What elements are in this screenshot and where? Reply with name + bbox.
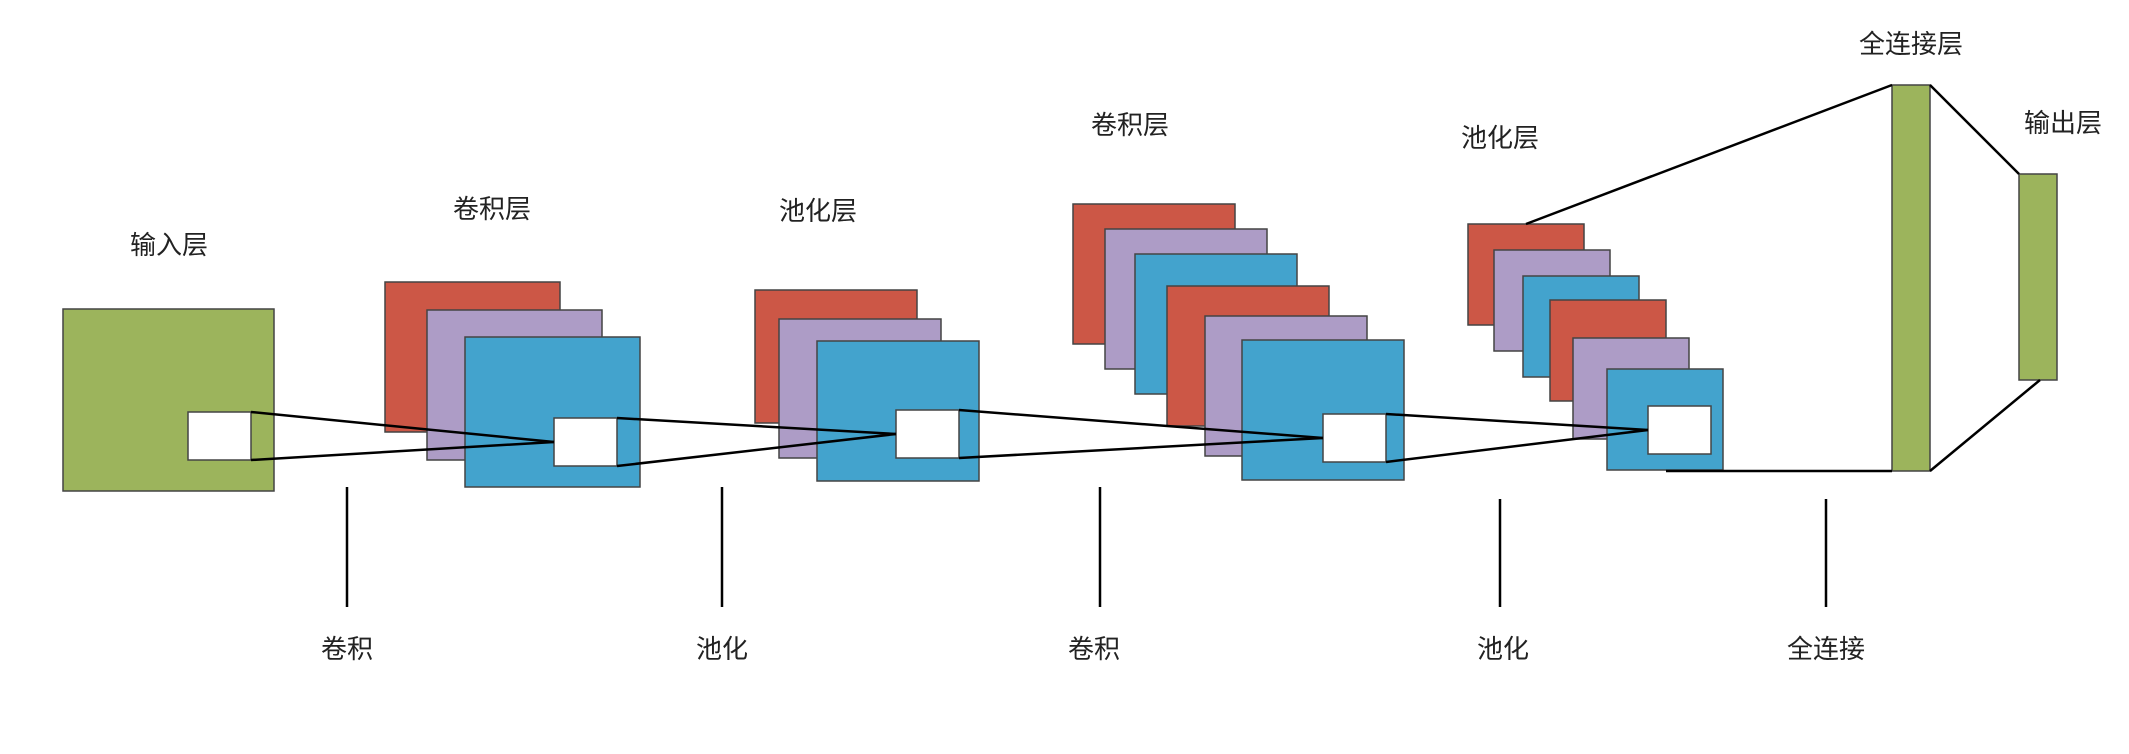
- fc-layer-bar: [1891, 84, 1931, 472]
- output-layer-bar: [2018, 173, 2058, 381]
- input-layer: [62, 308, 275, 492]
- proj-input-conv1-top: [250, 410, 555, 444]
- projection-lines: [250, 83, 2041, 473]
- label-conv2-layer: 卷积层: [1091, 111, 1169, 141]
- label-op-pool1: 池化: [696, 635, 748, 665]
- input-window: [187, 411, 252, 461]
- proj-conv2-pool2-top: [1385, 412, 1649, 432]
- pool-layer-2: [1467, 223, 1724, 471]
- pool-layer-1: [754, 289, 980, 482]
- label-fc-layer: 全连接层: [1859, 30, 1963, 60]
- proj-fc-output-top: [1929, 84, 2020, 175]
- input-map: [62, 308, 275, 492]
- conv2-window: [1322, 413, 1387, 463]
- label-output-layer: 输出层: [2024, 109, 2102, 139]
- proj-input-conv1-bottom: [250, 440, 555, 462]
- pool2-window: [1647, 405, 1712, 455]
- proj-fc-output-bottom: [1929, 379, 2041, 472]
- proj-conv2-pool2-bottom: [1385, 428, 1649, 464]
- label-op-fc: 全连接: [1787, 635, 1865, 665]
- proj-pool1-conv2-bottom: [958, 436, 1324, 460]
- label-pool1-layer: 池化层: [779, 197, 857, 227]
- proj-pool2-fc-top: [1525, 83, 1893, 226]
- conv1-window: [553, 417, 618, 467]
- label-conv1-layer: 卷积层: [453, 195, 531, 225]
- label-op-conv1: 卷积: [321, 635, 373, 665]
- pool1-window: [895, 409, 960, 459]
- label-input-layer: 输入层: [130, 231, 208, 261]
- proj-pool1-conv2-top: [958, 408, 1324, 440]
- operation-ticks: [345, 487, 1828, 607]
- label-pool2-layer: 池化层: [1461, 124, 1539, 154]
- conv-layer-2: [1072, 203, 1405, 481]
- conv-layer-1: [384, 281, 641, 488]
- label-op-conv2: 卷积: [1068, 635, 1120, 665]
- proj-conv1-pool1-top: [616, 416, 897, 436]
- label-op-pool2: 池化: [1477, 635, 1529, 665]
- proj-conv1-pool1-bottom: [616, 432, 897, 468]
